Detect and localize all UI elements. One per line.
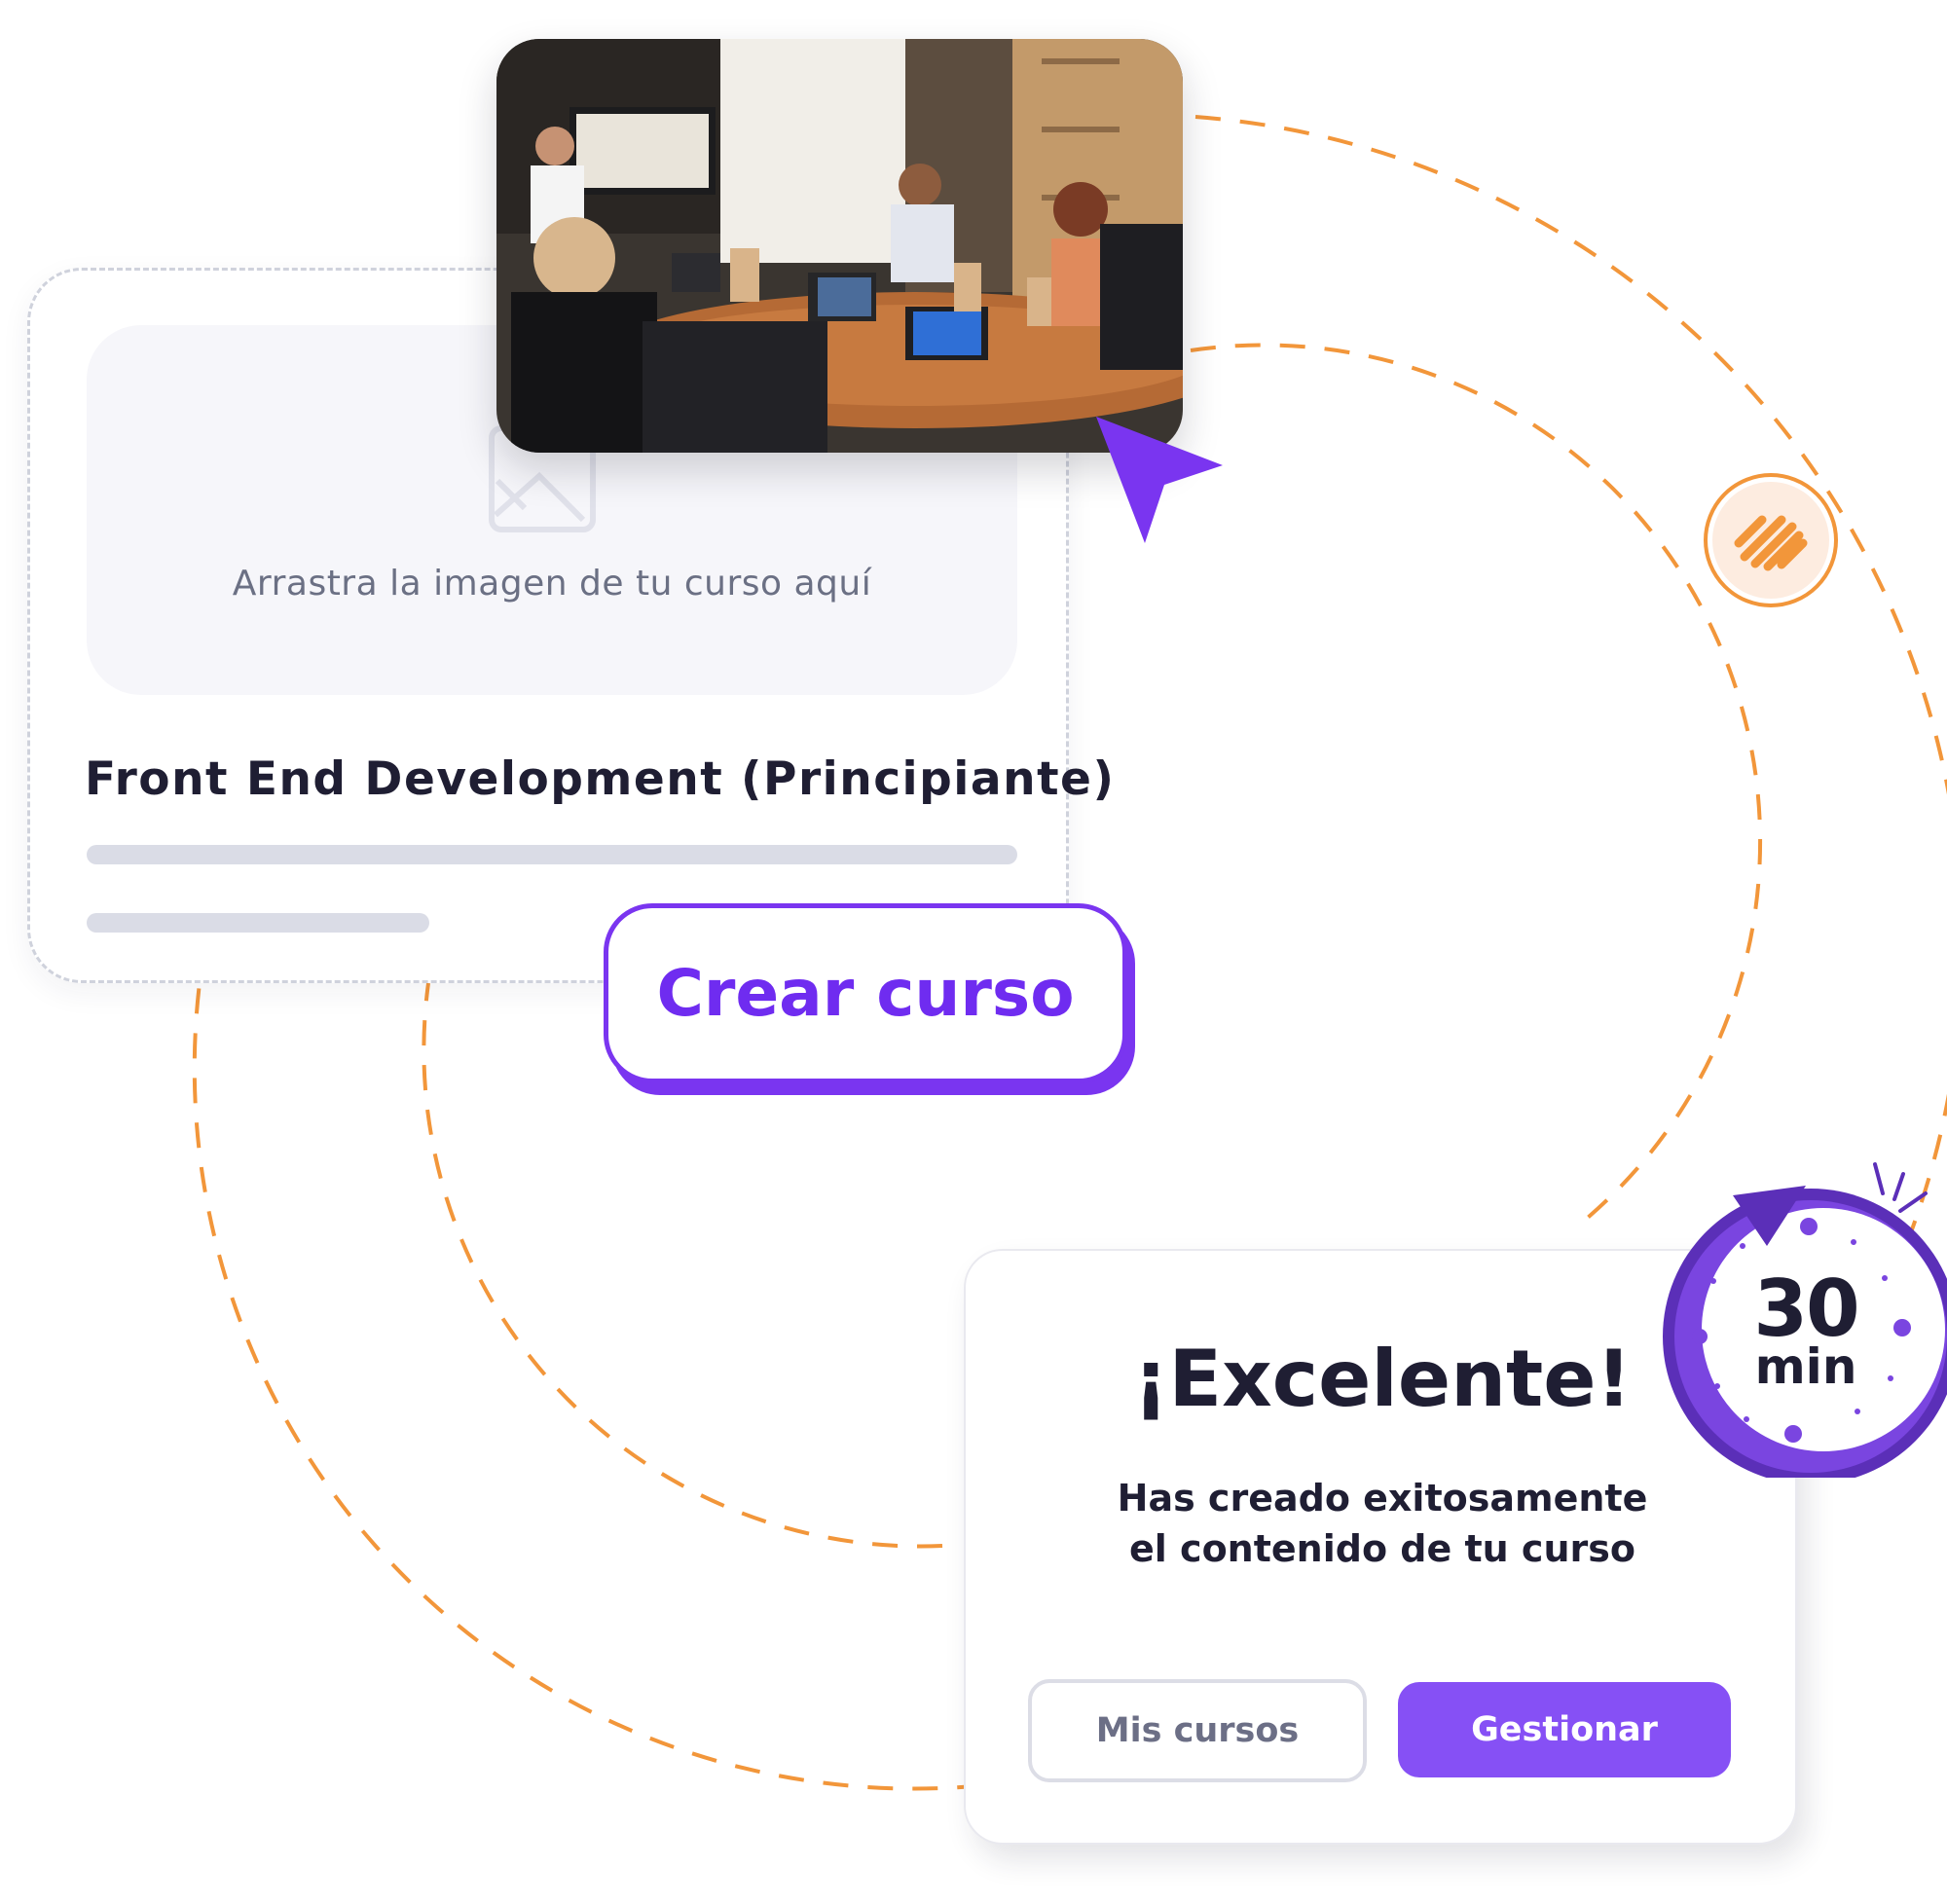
cursor-arrow-icon	[1096, 417, 1223, 543]
stripes-icon	[1704, 473, 1838, 607]
timer-label: 30 min	[1728, 1263, 1884, 1395]
course-photo	[496, 39, 1183, 453]
manage-button[interactable]: Gestionar	[1398, 1682, 1731, 1777]
stopwatch-icon	[1663, 1162, 1947, 1478]
timer-unit: min	[1754, 1338, 1857, 1395]
create-course-button[interactable]: Crear curso	[604, 903, 1127, 1083]
skeleton-line	[87, 913, 429, 933]
my-courses-button[interactable]: Mis cursos	[1028, 1679, 1367, 1782]
timer-value: 30	[1753, 1263, 1859, 1354]
success-message: Has creado exitosamente el contenido de …	[1063, 1473, 1702, 1574]
skeleton-line	[87, 845, 1017, 864]
success-message-line: Has creado exitosamente	[1117, 1477, 1648, 1520]
drop-instruction-text: Arrastra la imagen de tu curso aquí	[232, 564, 872, 604]
success-dialog: ¡Excelente! Has creado exitosamente el c…	[964, 1249, 1797, 1845]
course-title: Front End Development (Principiante)	[85, 752, 1116, 806]
success-message-line: el contenido de tu curso	[1129, 1527, 1635, 1570]
success-title: ¡Excelente!	[1132, 1334, 1633, 1424]
